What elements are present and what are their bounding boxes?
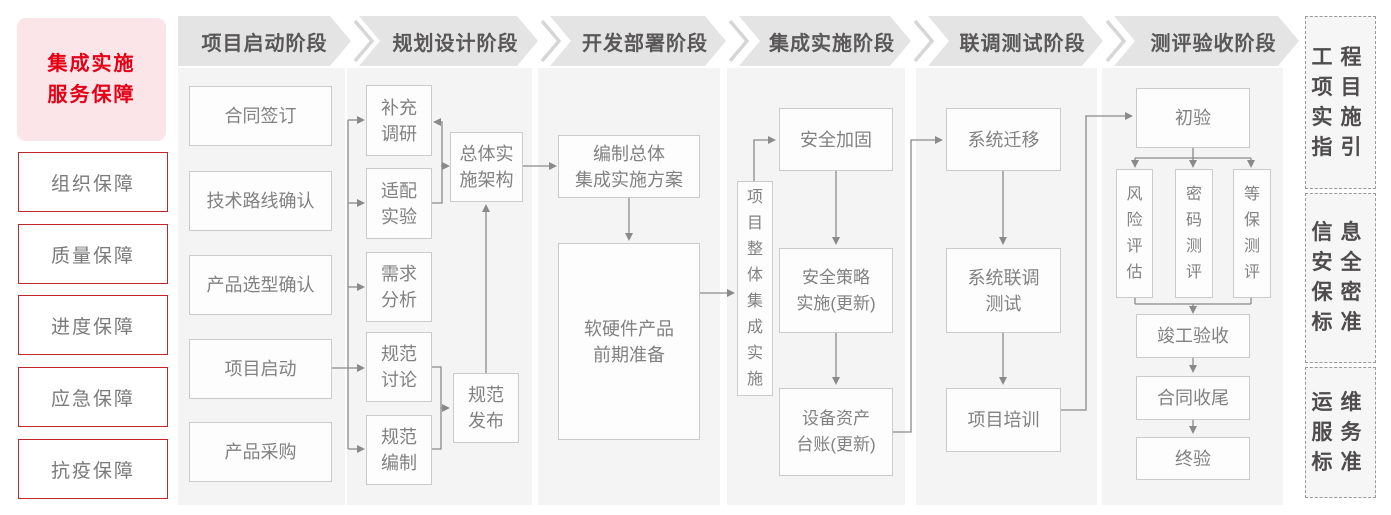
node-overall-integration-plan: 编制总体 集成实施方案 — [558, 135, 700, 198]
phase-header-joint-test: 联调测试阶段 — [928, 16, 1103, 66]
node-spec-drafting: 规范 编制 — [366, 415, 432, 485]
node-overall-integration-implementation: 项目整体集成实施 — [737, 181, 773, 396]
ref-panel-label: 运维服务标准 — [1311, 390, 1370, 474]
node-contract-closure: 合同收尾 — [1136, 376, 1250, 420]
phase-header-label: 规划设计阶段 — [392, 32, 519, 55]
ref-panel-security-standard: 信息安全保密标准 — [1305, 193, 1376, 363]
vertical-node-label: 密码测评 — [1185, 185, 1202, 281]
node-security-hardening: 安全加固 — [779, 108, 893, 171]
phase-header-label: 项目启动阶段 — [201, 32, 328, 55]
phase-header-project-kickoff: 项目启动阶段 — [178, 16, 351, 66]
node-joint-debugging-test: 系统联调 测试 — [946, 248, 1061, 333]
node-crypto-testing: 密码测评 — [1175, 169, 1213, 298]
sidebar-item-epidemic-guarantee: 抗疫保障 — [18, 439, 168, 499]
phase-header-dev-deploy: 开发部署阶段 — [550, 16, 726, 66]
node-hw-sw-preparation: 软硬件产品 前期准备 — [558, 243, 700, 440]
phase-header-integration-impl: 集成实施阶段 — [739, 16, 911, 66]
node-mlps-testing: 等保测评 — [1233, 169, 1271, 298]
node-system-migration: 系统迁移 — [946, 108, 1061, 171]
sidebar-item-emergency-guarantee: 应急保障 — [18, 367, 168, 427]
phase-header-planning-design: 规划设计阶段 — [359, 16, 538, 66]
node-final-acceptance: 终验 — [1136, 437, 1250, 480]
node-project-kickoff: 项目启动 — [189, 339, 332, 399]
node-tech-route-confirm: 技术路线确认 — [189, 171, 332, 231]
node-completion-acceptance: 竣工验收 — [1136, 314, 1250, 358]
node-preliminary-acceptance: 初验 — [1136, 88, 1250, 148]
node-asset-ledger-update: 设备资产 台账(更新) — [779, 388, 893, 476]
phase-header-label: 集成实施阶段 — [769, 32, 895, 55]
phase-header-eval-acceptance: 测评验收阶段 — [1114, 16, 1299, 66]
vertical-node-label: 等保测评 — [1243, 185, 1260, 281]
node-product-procurement: 产品采购 — [189, 422, 332, 482]
node-spec-release: 规范 发布 — [453, 373, 519, 443]
node-risk-assessment: 风险评估 — [1116, 169, 1153, 298]
diagram-title: 集成实施 服务保障 — [17, 18, 166, 141]
phase-header-label: 测评验收阶段 — [1150, 32, 1277, 55]
node-contract-signing: 合同签订 — [189, 86, 332, 146]
ref-panel-label: 信息安全保密标准 — [1311, 221, 1370, 334]
sidebar-item-schedule-guarantee: 进度保障 — [18, 295, 168, 355]
ref-panel-label: 工程项目实施指引 — [1311, 45, 1370, 159]
node-requirement-analysis: 需求 分析 — [366, 252, 432, 322]
node-product-selection-confirm: 产品选型确认 — [189, 255, 332, 315]
node-overall-implementation-architecture: 总体实 施架构 — [450, 132, 523, 202]
vertical-node-label: 风险评估 — [1126, 185, 1143, 281]
node-security-policy-implementation: 安全策略 实施(更新) — [779, 248, 893, 333]
phase-header-label: 联调测试阶段 — [959, 32, 1086, 55]
node-adaptation-test: 适配 实验 — [366, 168, 432, 239]
sidebar-item-quality-guarantee: 质量保障 — [18, 224, 168, 284]
sidebar-item-organization-guarantee: 组织保障 — [18, 152, 168, 212]
phase-header-label: 开发部署阶段 — [582, 32, 708, 55]
node-project-training: 项目培训 — [946, 388, 1061, 452]
ref-panel-engineering-guide: 工程项目实施指引 — [1305, 16, 1376, 189]
node-supplementary-research: 补充 调研 — [366, 85, 432, 156]
node-spec-discussion: 规范 讨论 — [366, 332, 432, 402]
vertical-node-label: 项目整体集成实施 — [746, 188, 763, 388]
ref-panel-ops-standard: 运维服务标准 — [1305, 367, 1376, 498]
